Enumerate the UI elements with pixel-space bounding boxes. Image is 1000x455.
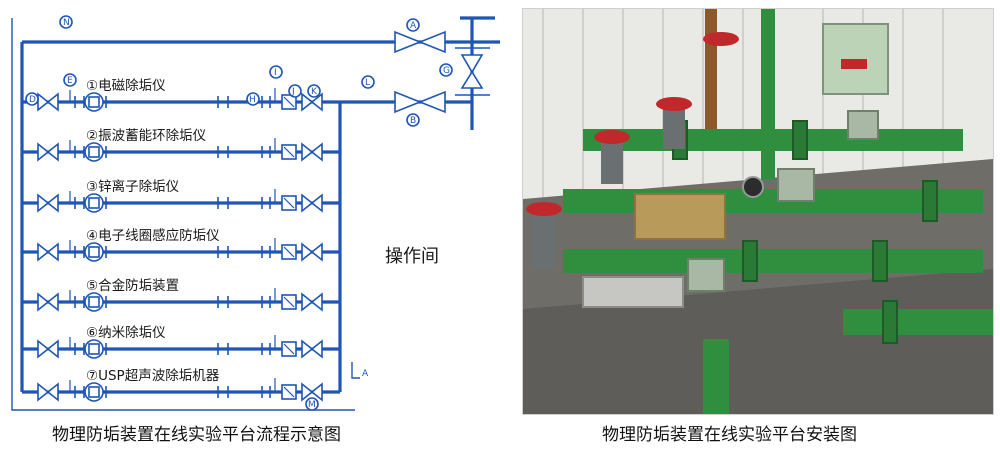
svg-text:M: M bbox=[308, 400, 316, 410]
branch-label-2: ②振波蓄能环除垢仪 bbox=[86, 128, 207, 144]
installation-photo bbox=[522, 8, 994, 415]
branch-lines bbox=[22, 88, 340, 402]
valve-g: G bbox=[439, 47, 490, 96]
svg-text:H: H bbox=[249, 95, 256, 105]
flow-diagram: A A B G N L M bbox=[11, 15, 500, 411]
tag-j: J bbox=[288, 84, 302, 98]
svg-text:E: E bbox=[67, 76, 73, 86]
branch-label-6: ⑥纳米除垢仪 bbox=[86, 325, 166, 341]
room-boundary bbox=[11, 18, 355, 411]
tag-i: I bbox=[269, 65, 283, 79]
branch-label-1: ①电磁除垢仪 bbox=[86, 78, 166, 94]
branch-5 bbox=[22, 288, 340, 312]
svg-text:N: N bbox=[63, 18, 70, 28]
red-valve-wheels bbox=[526, 32, 739, 269]
photo-caption: 物理防垢装置在线实验平台安装图 bbox=[602, 425, 857, 445]
svg-text:K: K bbox=[311, 87, 318, 97]
branch-1 bbox=[22, 88, 340, 112]
svg-text:D: D bbox=[29, 95, 36, 105]
tag-d: D bbox=[25, 92, 39, 106]
tag-m: M bbox=[305, 397, 319, 411]
photo-illustration bbox=[523, 9, 993, 414]
tag-e: E bbox=[63, 73, 77, 87]
tag-k: K bbox=[307, 84, 321, 98]
tag-l: L bbox=[361, 75, 375, 89]
svg-text:L: L bbox=[365, 78, 370, 88]
branch-2 bbox=[22, 138, 340, 162]
branch-6 bbox=[22, 335, 340, 359]
branch-7 bbox=[22, 378, 340, 402]
room-boundary-right bbox=[351, 362, 360, 379]
diagram-caption: 物理防垢装置在线实验平台流程示意图 bbox=[52, 425, 341, 445]
section-marker: A bbox=[362, 369, 369, 379]
branch-label-4: ④电子线圈感应防垢仪 bbox=[86, 227, 220, 244]
branch-label-7: ⑦USP超声波除垢机器 bbox=[86, 368, 220, 384]
valve-b: B bbox=[394, 90, 446, 127]
svg-text:I: I bbox=[274, 68, 277, 78]
svg-text:A: A bbox=[410, 21, 417, 31]
branch-labels: ①电磁除垢仪 ②振波蓄能环除垢仪 ③锌离子除垢仪 ④电子线圈感应防垢仪 ⑤合金防垢装置 ⑥… bbox=[86, 78, 220, 384]
room-label: 操作间 bbox=[385, 246, 439, 267]
svg-text:B: B bbox=[410, 116, 416, 126]
branch-label-3: ③锌离子除垢仪 bbox=[86, 178, 180, 195]
branch-label-5: ⑤合金防垢装置 bbox=[86, 278, 179, 294]
branch-4 bbox=[22, 238, 340, 262]
branch-3 bbox=[22, 189, 340, 213]
svg-text:J: J bbox=[291, 87, 295, 97]
tag-n: N bbox=[59, 15, 73, 29]
valve-a: A bbox=[394, 18, 446, 54]
tag-h: H bbox=[246, 92, 260, 106]
svg-text:G: G bbox=[443, 66, 450, 76]
